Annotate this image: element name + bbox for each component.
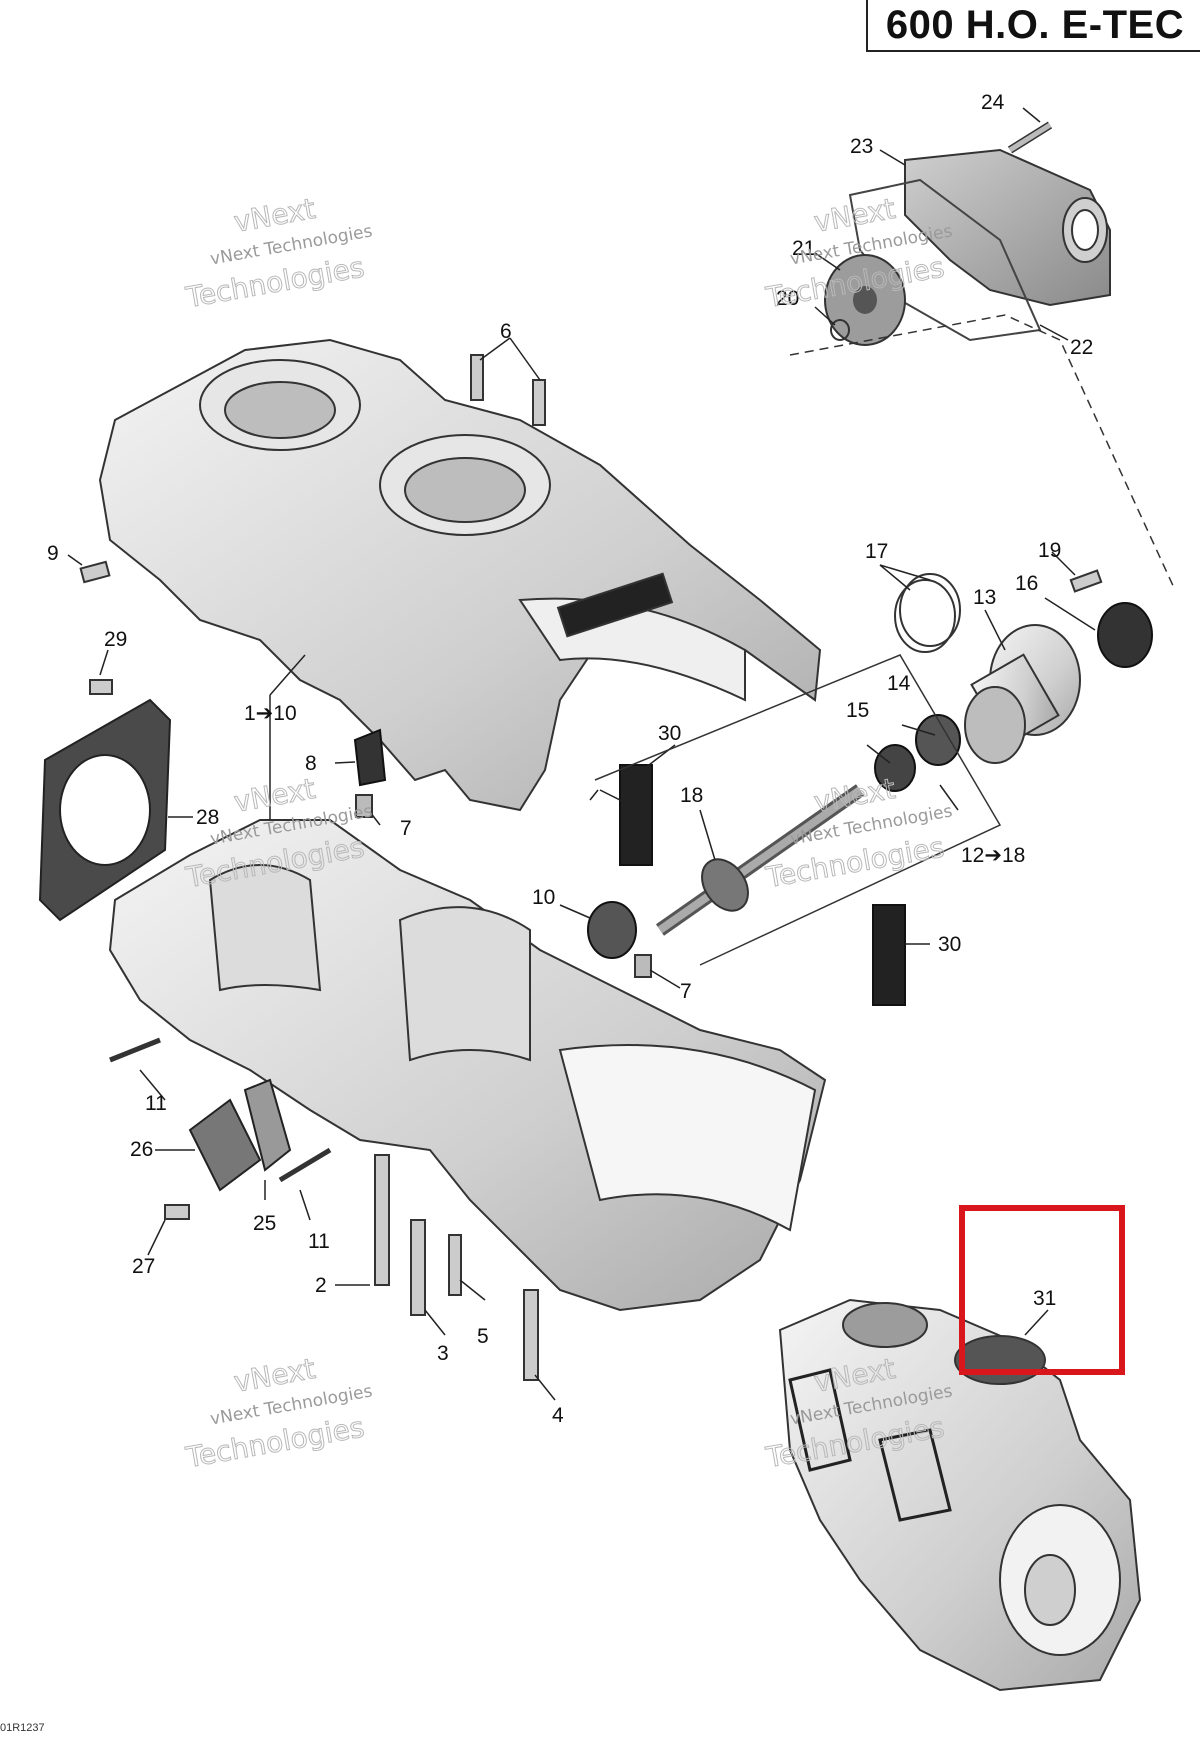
- bearing-10-part[interactable]: [587, 901, 637, 959]
- callout-11b: 11: [308, 1230, 330, 1253]
- watermark-vnext: vNext: [231, 192, 317, 239]
- callout-14: 14: [887, 672, 911, 695]
- dowel-7b-part[interactable]: [634, 954, 652, 978]
- callout-11a: 11: [145, 1092, 167, 1115]
- seal-16-part[interactable]: [1097, 602, 1153, 668]
- screw-29-part[interactable]: [89, 679, 113, 695]
- leader-lines: [67, 107, 1096, 1401]
- callout-31: 31: [1033, 1287, 1056, 1310]
- stud-9-part[interactable]: [79, 560, 111, 584]
- o-ring-20-part[interactable]: [830, 319, 850, 341]
- callout-26: 26: [130, 1138, 153, 1161]
- screws-6-part[interactable]: [470, 354, 546, 426]
- highlight-box: [959, 1205, 1125, 1375]
- callout-13: 13: [973, 586, 996, 609]
- bearing-15-part[interactable]: [874, 744, 916, 792]
- dowel-7a-part[interactable]: [355, 794, 373, 818]
- callout-12-18: 12➔18: [961, 844, 1025, 867]
- gasket-28-part[interactable]: [38, 698, 172, 922]
- callout-5: 5: [477, 1325, 489, 1348]
- water-pump-housing-part[interactable]: [904, 148, 1111, 307]
- callout-30b: 30: [938, 933, 961, 956]
- callout-labels: 24 23 21 20 22 6 9 29 1➔10 8 7 28 30 18 …: [47, 91, 1093, 1427]
- upper-crankcase-part[interactable]: [98, 338, 822, 812]
- callout-8: 8: [305, 752, 317, 775]
- screw-27-part[interactable]: [164, 1204, 190, 1220]
- retaining-rings-17-part[interactable]: [894, 573, 961, 653]
- callout-1-10: 1➔10: [244, 702, 297, 725]
- callout-4: 4: [552, 1404, 564, 1427]
- shaft-group-outline: [594, 654, 1002, 966]
- callout-25: 25: [253, 1212, 276, 1235]
- screw-19-part[interactable]: [1069, 569, 1103, 593]
- callout-30a: 30: [658, 722, 681, 745]
- pump-group-outline: [789, 314, 1176, 591]
- watermark-vnext: vNext: [231, 1352, 317, 1399]
- diagram-title: 600 H.O. E-TEC: [866, 0, 1200, 52]
- screw-24-part[interactable]: [1007, 121, 1053, 154]
- callout-23: 23: [850, 135, 873, 158]
- title-text: 600 H.O. E-TEC: [885, 2, 1185, 47]
- watermark-vnext: vNext: [811, 772, 897, 819]
- diagram-reference: 01R1237: [0, 1722, 45, 1734]
- long-screws-part[interactable]: [374, 1154, 539, 1381]
- callout-27: 27: [132, 1255, 155, 1278]
- callout-17: 17: [865, 540, 888, 563]
- callout-15: 15: [846, 699, 869, 722]
- watermark-vnext: vNext: [811, 192, 897, 239]
- lower-crankcase-part[interactable]: [108, 819, 827, 1312]
- callout-2: 2: [315, 1274, 327, 1297]
- callout-22: 22: [1070, 336, 1093, 359]
- callout-24: 24: [981, 91, 1005, 114]
- watermark-vnext: vNext: [231, 772, 317, 819]
- cover-26-part[interactable]: [188, 1098, 262, 1192]
- callout-29: 29: [104, 628, 127, 651]
- callout-18: 18: [680, 784, 703, 807]
- callout-7a: 7: [400, 817, 412, 840]
- seal-strip-30a-part[interactable]: [619, 764, 653, 866]
- callout-10: 10: [532, 886, 555, 909]
- callout-19: 19: [1038, 539, 1061, 562]
- studs-11-part[interactable]: [109, 1037, 332, 1183]
- plug-8-part[interactable]: [353, 728, 387, 787]
- callout-20: 20: [776, 287, 799, 310]
- callout-7b: 7: [680, 980, 692, 1003]
- pump-shaft-part[interactable]: [655, 784, 865, 936]
- callout-3: 3: [437, 1342, 449, 1365]
- callout-6: 6: [500, 320, 512, 343]
- seal-strip-30b-part[interactable]: [872, 904, 906, 1006]
- bearing-14-part[interactable]: [915, 714, 961, 766]
- callout-9: 9: [47, 542, 59, 565]
- pump-bearing-housing-part[interactable]: [964, 624, 1081, 764]
- callout-16: 16: [1015, 572, 1038, 595]
- callout-21: 21: [792, 237, 815, 260]
- gasket-25-part[interactable]: [243, 1078, 292, 1172]
- callout-28: 28: [196, 806, 219, 829]
